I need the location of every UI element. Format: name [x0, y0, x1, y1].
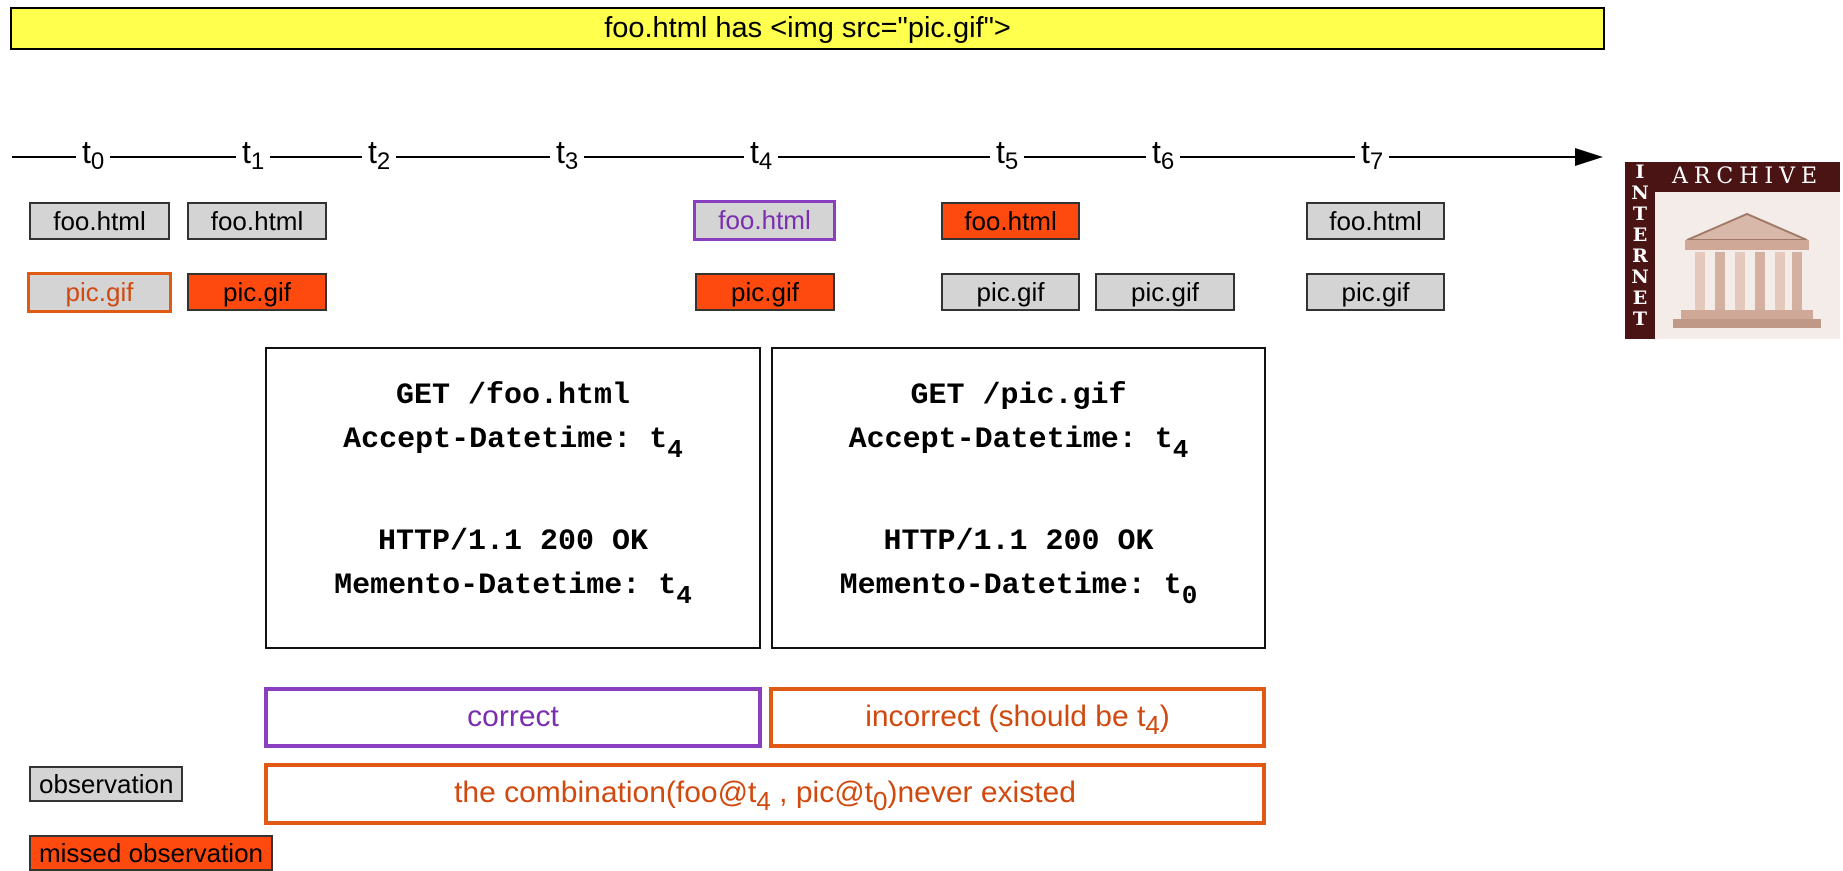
- pic-gif-t6: pic.gif: [1095, 273, 1235, 311]
- temple-icon: [1655, 192, 1840, 339]
- request-line: GET /foo.html: [395, 379, 631, 413]
- tick-t2: t2: [362, 132, 397, 182]
- verdict-correct: correct: [264, 687, 762, 748]
- tick-t0: t0: [76, 132, 111, 182]
- legend-observation: observation: [29, 766, 184, 802]
- memento-datetime-line: Memento-Datetime: t4: [334, 569, 692, 611]
- pic-gif-t4: pic.gif: [695, 273, 835, 311]
- foo-html-t1: foo.html: [187, 202, 327, 240]
- legend-missed-observation: missed observation: [29, 835, 273, 871]
- tick-t4: t4: [744, 132, 779, 182]
- foo-html-t4: foo.html: [693, 200, 836, 241]
- http-exchange-foo-html: GET /foo.html Accept-Datetime: t4 HTTP/1…: [265, 347, 761, 649]
- tick-t3: t3: [550, 132, 585, 182]
- verdict-combination: the combination(foo@t4 , pic@t0)never ex…: [264, 763, 1266, 825]
- tick-t1: t1: [236, 132, 271, 182]
- pic-gif-t5: pic.gif: [941, 273, 1080, 311]
- tick-t7: t7: [1355, 132, 1390, 182]
- request-line: GET /pic.gif: [910, 379, 1127, 413]
- foo-html-t5: foo.html: [941, 202, 1080, 240]
- memento-datetime-line: Memento-Datetime: t0: [839, 569, 1198, 611]
- foo-html-t0: foo.html: [29, 202, 170, 240]
- banner: foo.html has <img src="pic.gif">: [10, 7, 1605, 50]
- pic-gif-t0: pic.gif: [27, 272, 172, 313]
- internet-archive-wordmark: ARCHIVE: [1655, 162, 1840, 192]
- foo-html-t7: foo.html: [1306, 202, 1445, 240]
- pic-gif-t7: pic.gif: [1306, 273, 1445, 311]
- accept-datetime-line: Accept-Datetime: t4: [848, 423, 1189, 465]
- status-line: HTTP/1.1 200 OK: [883, 525, 1154, 559]
- status-line: HTTP/1.1 200 OK: [377, 525, 649, 559]
- verdict-incorrect: incorrect (should be t4): [769, 687, 1266, 748]
- tick-t5: t5: [990, 132, 1025, 182]
- pic-gif-t1: pic.gif: [187, 273, 327, 311]
- tick-t6: t6: [1146, 132, 1181, 182]
- accept-datetime-line: Accept-Datetime: t4: [343, 423, 683, 465]
- timeline-arrowhead: [1575, 148, 1603, 166]
- http-exchange-pic-gif: GET /pic.gif Accept-Datetime: t4 HTTP/1.…: [771, 347, 1266, 649]
